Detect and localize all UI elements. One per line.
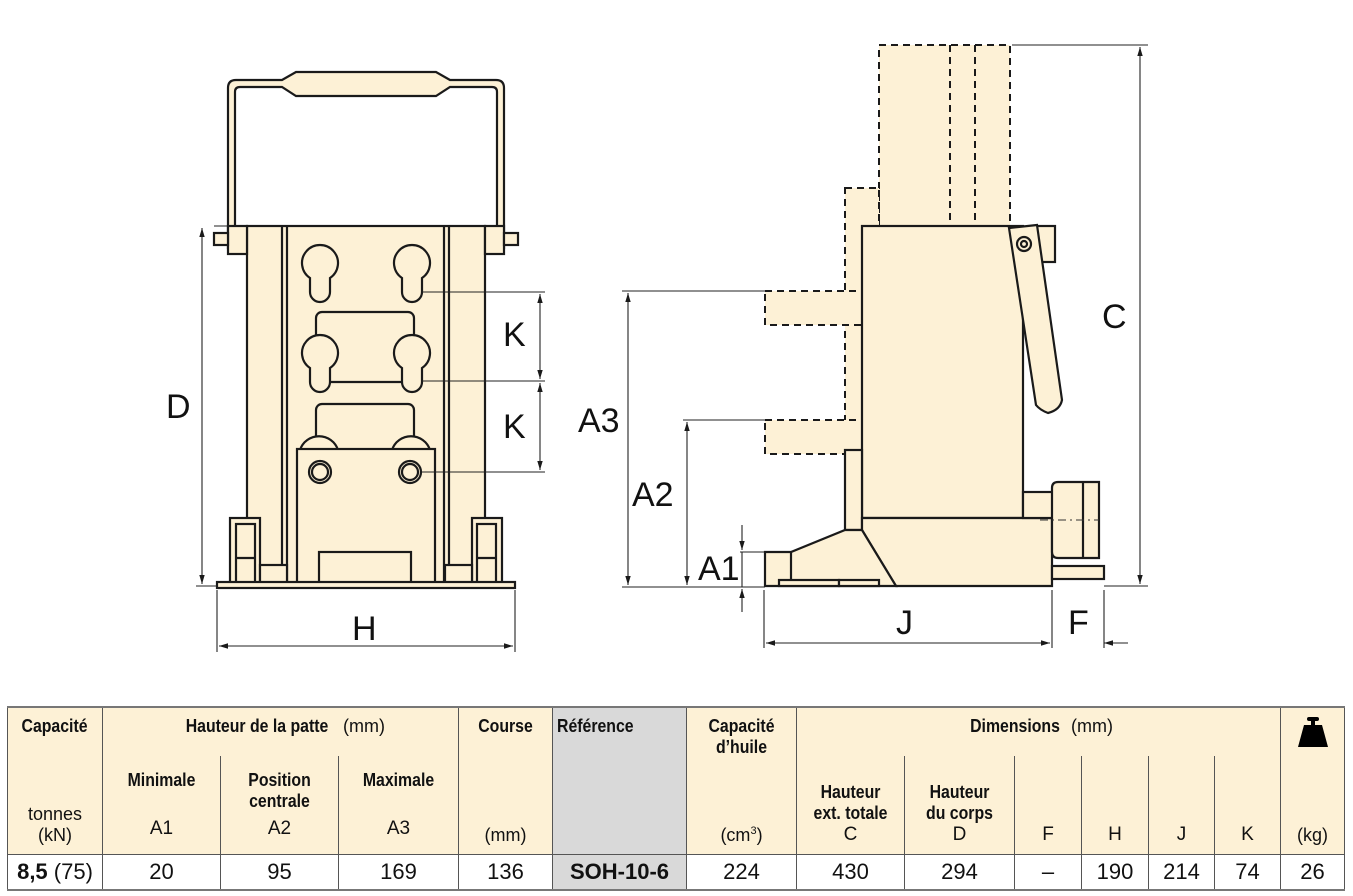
release-valve [1021,480,1101,560]
dim-label-A2: A2 [632,476,674,514]
cell-capacite-huile: 224 [686,854,797,891]
header-capacite: Capacité [7,706,103,756]
header-hauteur-totale: Hauteur ext. totale C [796,755,905,855]
cell-F: – [1014,854,1082,891]
dim-label-K-upper: K [503,316,526,354]
header-J: J [1148,755,1215,855]
cell-H: 190 [1081,854,1149,891]
base-plate-front [215,580,517,590]
cell-K: 74 [1214,854,1281,891]
dim-label-A3: A3 [578,402,620,440]
cell-D: 294 [904,854,1015,891]
table-row: 8,5 (75) 20 95 169 136 SOH-10-6 224 430 … [7,854,1345,891]
cell-C: 430 [796,854,905,891]
front-view: D H K K [166,70,545,652]
cell-A2: 95 [220,854,339,891]
dim-label-H: H [352,610,377,648]
technical-drawing: D H K K [166,44,1148,652]
header-dimensions: Dimensions (mm) [796,706,1281,756]
dim-label-F: F [1068,604,1089,642]
dim-label-J: J [896,604,913,642]
base-side [860,516,1054,588]
cell-A3: 169 [338,854,459,891]
header-poids: (kg) [1280,706,1345,855]
dim-label-K-lower: K [503,408,526,446]
pump-lever [1007,223,1064,415]
header-K: K [1214,755,1281,855]
table-header-row-1: Capacité Hauteur de la patte (mm) Course… [7,706,1345,855]
cell-A1: 20 [102,854,221,891]
cell-course: 136 [458,854,553,891]
carry-handle [226,70,506,250]
header-H: H [1081,755,1149,855]
header-hauteur-corps: Hauteur du corps D [904,755,1015,855]
keyhole-slot [300,333,432,394]
dim-label-D: D [166,388,191,426]
weight-icon [1297,717,1328,747]
dim-label-C: C [1102,298,1127,336]
jack-body-side [860,224,1025,520]
header-hauteur-patte: Hauteur de la patte (mm) [102,706,459,756]
side-view: C J F A3 A2 A1 [578,44,1148,648]
header-maximale: Maximale A3 [338,755,459,855]
cell-reference: SOH-10-6 [552,854,687,891]
header-F: F [1014,755,1082,855]
header-capacite-unit: tonnes (kN) [7,755,103,855]
cell-poids: 26 [1280,854,1345,891]
dim-label-A1: A1 [698,550,740,588]
header-reference: Référence [552,706,687,855]
specifications-table: Capacité Hauteur de la patte (mm) Course… [7,706,1345,891]
header-minimale: Minimale A1 [102,755,221,855]
keyhole-slot [300,243,432,304]
cell-capacite: 8,5 (75) [7,854,103,891]
header-course: Course (mm) [458,706,553,855]
cell-J: 214 [1148,854,1215,891]
